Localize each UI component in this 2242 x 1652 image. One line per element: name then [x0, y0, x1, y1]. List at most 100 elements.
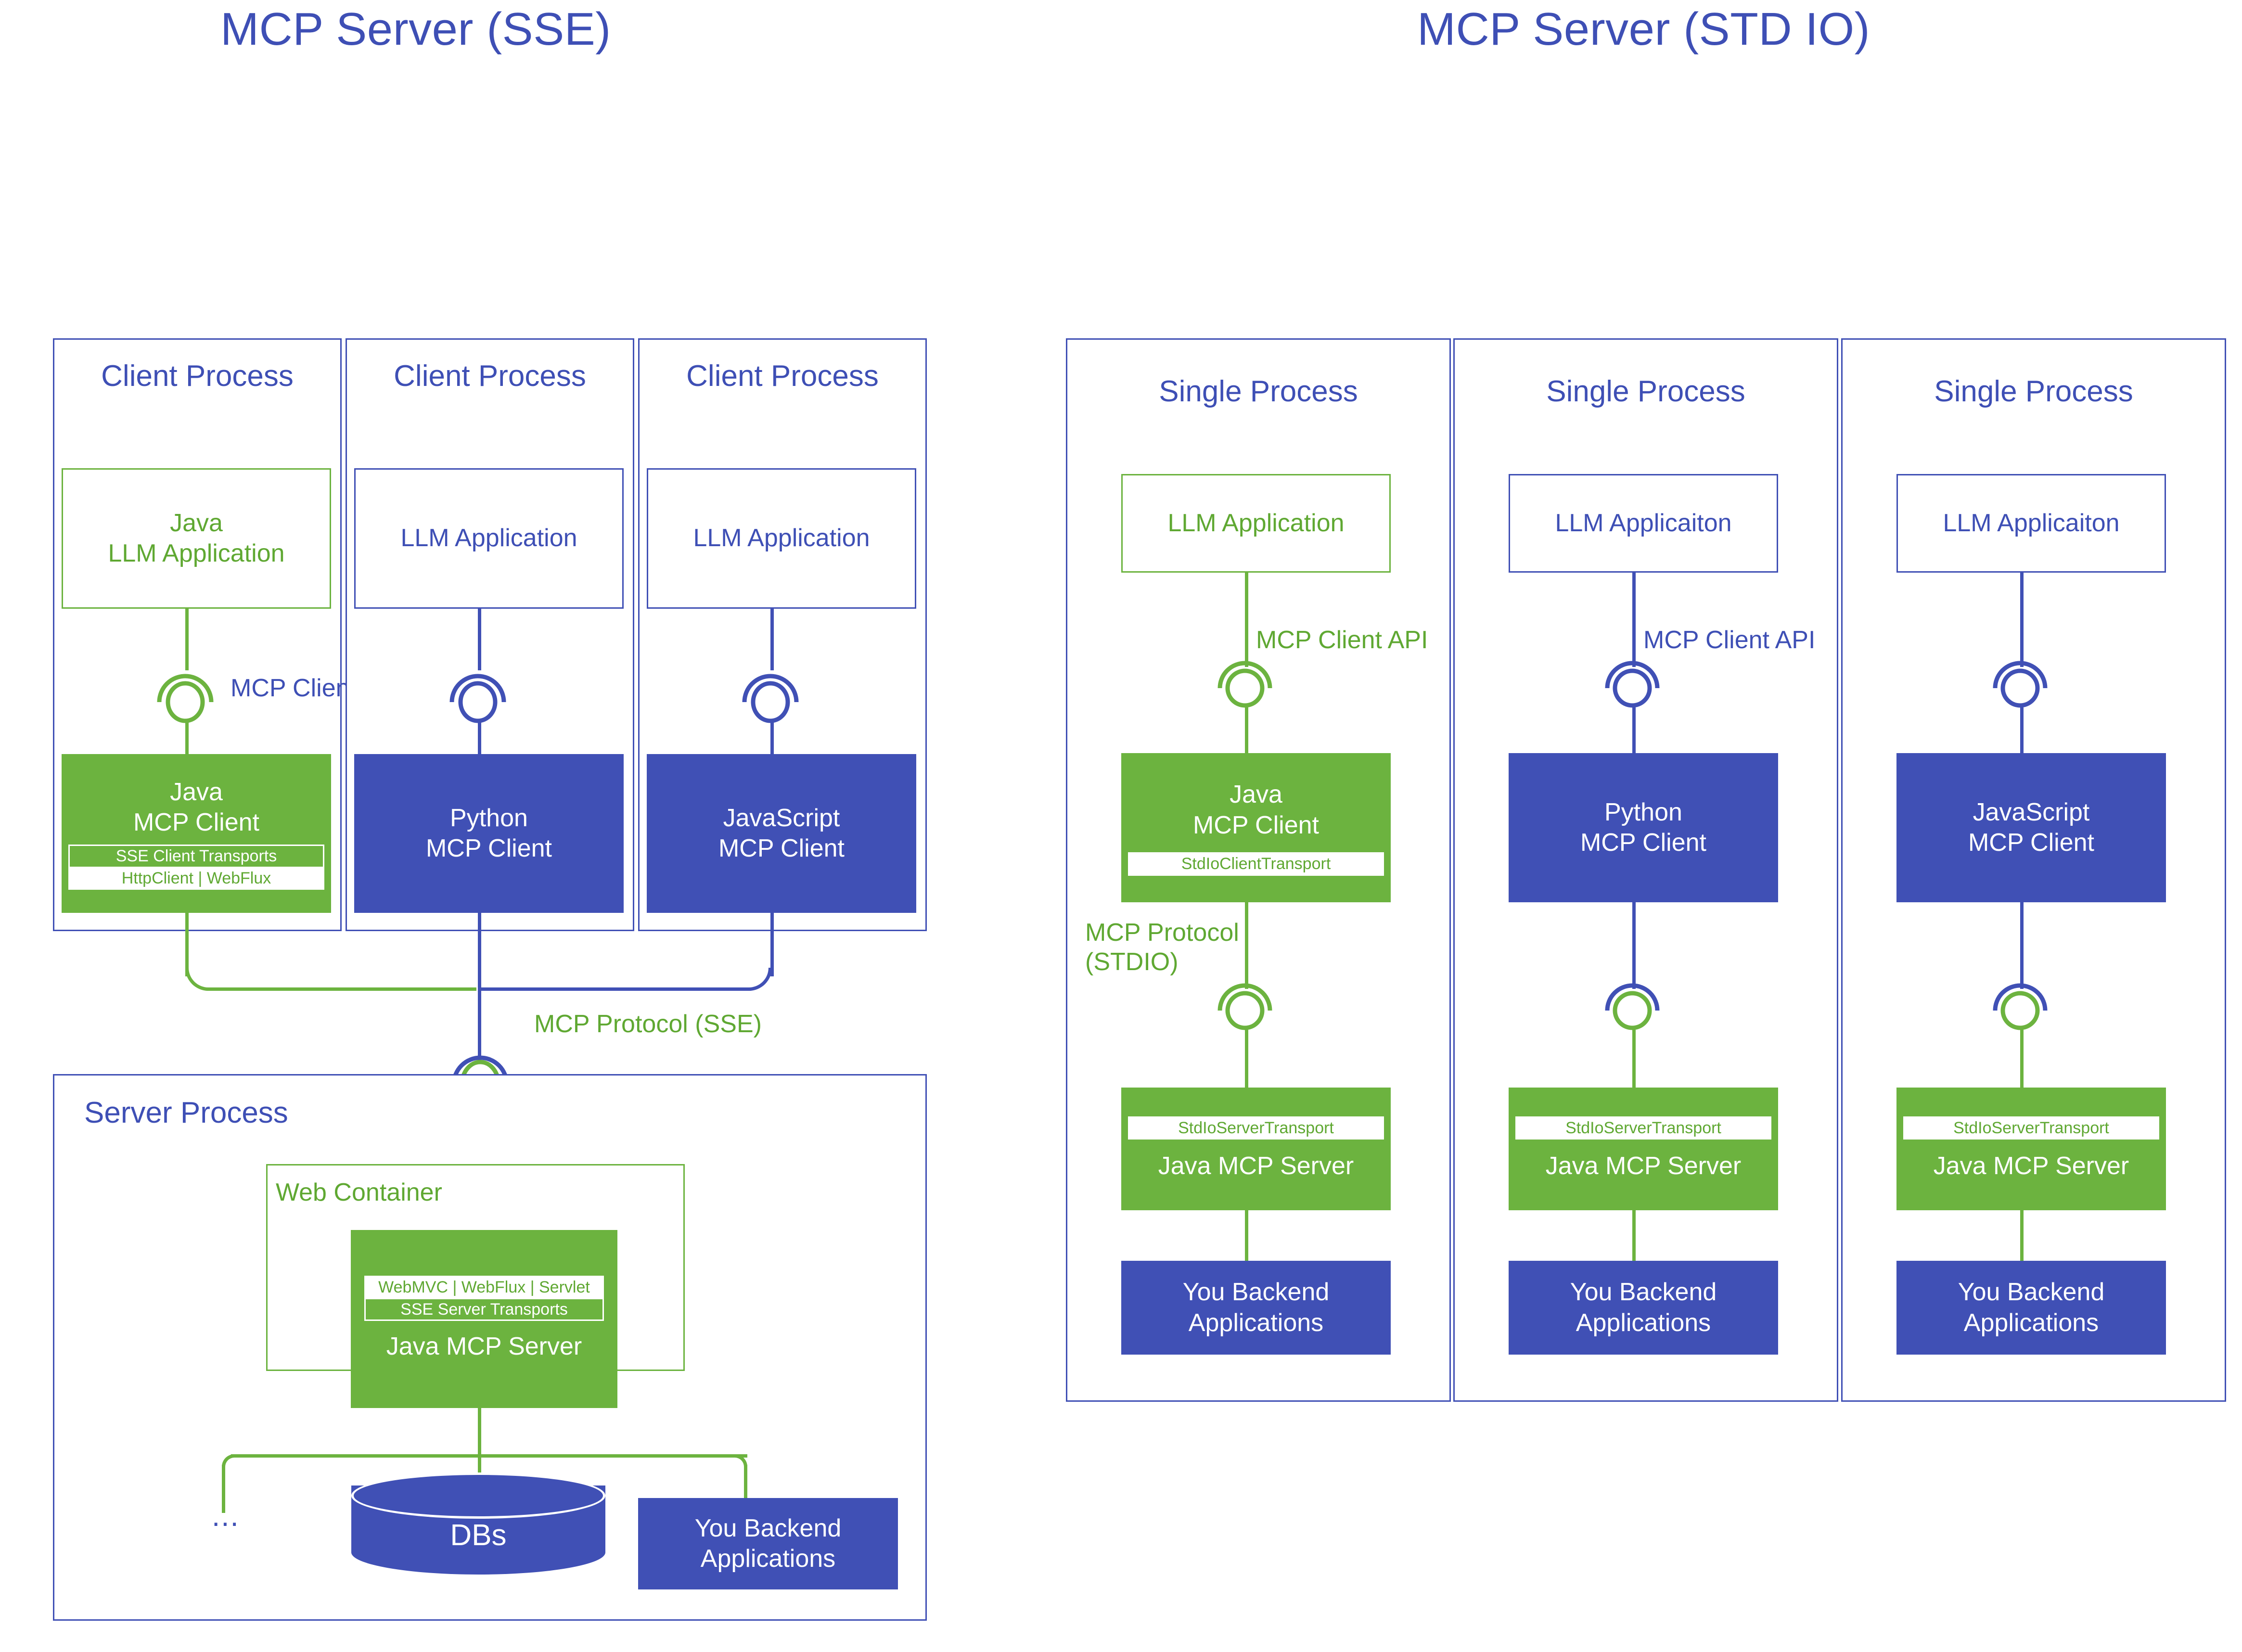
- llm-application-box-1[interactable]: Java LLM Application: [62, 468, 331, 609]
- connector-line: [1245, 1030, 1248, 1088]
- single-process-label-2: Single Process: [1546, 375, 1745, 408]
- bus-line-blue: [481, 987, 751, 991]
- java-mcp-server-block-r3[interactable]: StdIoServerTransport Java MCP Server: [1896, 1088, 2166, 1210]
- mcp-protocol-stdio-socket-icon-r1: [1216, 977, 1274, 1035]
- mcp-client-api-socket-icon-r1: [1216, 654, 1274, 712]
- backend-applications-title-r1: You Backend Applications: [1182, 1278, 1330, 1337]
- connector-line: [185, 721, 189, 754]
- llm-application-box-3[interactable]: LLM Application: [647, 468, 916, 609]
- dbs-cylinder[interactable]: DBs: [351, 1460, 605, 1575]
- webmvc-webflux-servlet-strip: WebMVC | WebFlux | Servlet: [364, 1276, 604, 1298]
- mcp-client-api-socket-icon-2: [444, 661, 512, 723]
- bus-line-green: [207, 987, 476, 991]
- backend-applications-title-r2: You Backend Applications: [1570, 1278, 1717, 1337]
- connector-line: [1632, 902, 1636, 989]
- java-mcp-server-title-r1: Java MCP Server: [1158, 1152, 1354, 1180]
- connector-line: [2020, 1210, 2024, 1261]
- bus-line-center: [478, 913, 481, 1076]
- stdio-server-transport-strip: StdIoServerTransport: [1515, 1116, 1771, 1140]
- server-process-label: Server Process: [84, 1096, 288, 1129]
- java-mcp-client-block[interactable]: Java MCP Client SSE Client Transports Ht…: [62, 754, 331, 913]
- stdio-server-transport-strip: StdIoServerTransport: [1903, 1116, 2159, 1140]
- sse-server-transports-strip: SSE Server Transports: [364, 1297, 604, 1321]
- connector-line: [2020, 902, 2024, 989]
- server-split-line-left: [231, 1454, 481, 1458]
- client-process-label-3: Client Process: [686, 359, 879, 393]
- mcp-client-api-label-r2: MCP Client API: [1643, 626, 1816, 654]
- right-panel-title: MCP Server (STD IO): [1417, 3, 1870, 55]
- bus-line-green: [185, 913, 189, 976]
- python-mcp-client-block[interactable]: Python MCP Client: [354, 754, 624, 913]
- mcp-protocol-stdio-socket-icon-r3: [1991, 977, 2049, 1035]
- mcp-client-api-socket-icon-r3: [1991, 654, 2049, 712]
- connector-line: [478, 721, 481, 754]
- llm-application-box-2[interactable]: LLM Application: [354, 468, 624, 609]
- server-split-line-right: [478, 1454, 747, 1458]
- server-down-line: [478, 1408, 481, 1471]
- backend-applications-title: You Backend Applications: [694, 1514, 842, 1573]
- server-split-line-right-down: [744, 1465, 747, 1498]
- javascript-mcp-client-title-r3: JavaScript MCP Client: [1968, 798, 2094, 857]
- server-split-elbow-left: [222, 1454, 234, 1467]
- java-mcp-server-block-r2[interactable]: StdIoServerTransport Java MCP Server: [1509, 1088, 1778, 1210]
- connector-line: [2020, 1030, 2024, 1088]
- mcp-protocol-stdio-socket-icon-r2: [1603, 977, 1661, 1035]
- backend-applications-block-r3[interactable]: You Backend Applications: [1896, 1261, 2166, 1355]
- connector-line: [478, 609, 481, 670]
- java-mcp-server-block-r1[interactable]: StdIoServerTransport Java MCP Server: [1121, 1088, 1391, 1210]
- java-mcp-client-block-r1[interactable]: Java MCP Client StdIoClientTransport: [1121, 753, 1391, 902]
- connector-line: [1245, 1210, 1248, 1261]
- python-mcp-client-title-r2: Python MCP Client: [1580, 798, 1706, 857]
- connector-line: [1632, 1030, 1636, 1088]
- bus-elbow-green: [185, 968, 208, 991]
- javascript-mcp-client-title: JavaScript MCP Client: [718, 804, 845, 862]
- connector-line: [1632, 573, 1636, 667]
- mcp-protocol-sse-label: MCP Protocol (SSE): [534, 1010, 762, 1038]
- backend-applications-block-left[interactable]: You Backend Applications: [638, 1498, 898, 1589]
- client-process-label-1: Client Process: [101, 359, 294, 393]
- connector-line: [1632, 1210, 1636, 1261]
- mcp-protocol-stdio-label: MCP Protocol (STDIO): [1085, 919, 1239, 976]
- left-panel-title: MCP Server (SSE): [220, 3, 611, 55]
- bus-line-blue: [770, 913, 774, 976]
- java-mcp-server-title: Java MCP Server: [386, 1332, 582, 1361]
- java-mcp-client-title: Java MCP Client: [133, 778, 259, 836]
- llm-application-box-r3[interactable]: LLM Applicaiton: [1896, 474, 2166, 573]
- backend-applications-block-r1[interactable]: You Backend Applications: [1121, 1261, 1391, 1355]
- backend-applications-block-r2[interactable]: You Backend Applications: [1509, 1261, 1778, 1355]
- single-process-label-1: Single Process: [1159, 375, 1358, 408]
- java-mcp-client-title-r1: Java MCP Client: [1192, 781, 1319, 839]
- javascript-mcp-client-block-r3[interactable]: JavaScript MCP Client: [1896, 753, 2166, 902]
- connector-line: [2020, 573, 2024, 667]
- client-process-label-2: Client Process: [394, 359, 586, 393]
- connector-line: [1632, 707, 1636, 753]
- server-split-elbow-right: [735, 1454, 747, 1467]
- httpclient-webflux-strip: HttpClient | WebFlux: [68, 868, 324, 890]
- connector-line: [770, 609, 774, 670]
- connector-line: [1245, 573, 1248, 667]
- llm-application-box-r2[interactable]: LLM Applicaiton: [1509, 474, 1778, 573]
- mcp-client-api-label-r1: MCP Client API: [1256, 626, 1428, 654]
- python-mcp-client-block-r2[interactable]: Python MCP Client: [1509, 753, 1778, 902]
- llm-application-box-r1[interactable]: LLM Application: [1121, 474, 1391, 573]
- backend-applications-title-r3: You Backend Applications: [1958, 1278, 2105, 1337]
- server-split-line-left-down: [222, 1465, 225, 1513]
- connector-line: [1245, 902, 1248, 989]
- single-process-label-3: Single Process: [1934, 375, 2133, 408]
- connector-line: [2020, 707, 2024, 753]
- dbs-label: DBs: [450, 1519, 507, 1552]
- java-mcp-server-title-r2: Java MCP Server: [1545, 1152, 1742, 1180]
- java-mcp-server-block[interactable]: WebMVC | WebFlux | Servlet SSE Server Tr…: [351, 1230, 617, 1408]
- connector-line: [770, 721, 774, 754]
- stdio-client-transport-strip: StdIoClientTransport: [1128, 852, 1384, 876]
- stdio-server-transport-strip: StdIoServerTransport: [1128, 1116, 1384, 1140]
- java-mcp-server-title-r3: Java MCP Server: [1933, 1152, 2129, 1180]
- javascript-mcp-client-block[interactable]: JavaScript MCP Client: [647, 754, 916, 913]
- more-servers-ellipsis: ...: [212, 1499, 240, 1533]
- web-container-label: Web Container: [276, 1178, 442, 1206]
- python-mcp-client-title: Python MCP Client: [425, 804, 552, 862]
- mcp-client-api-socket-icon-3: [737, 661, 804, 723]
- mcp-client-api-socket-icon-1: [152, 661, 219, 723]
- connector-line: [1245, 707, 1248, 753]
